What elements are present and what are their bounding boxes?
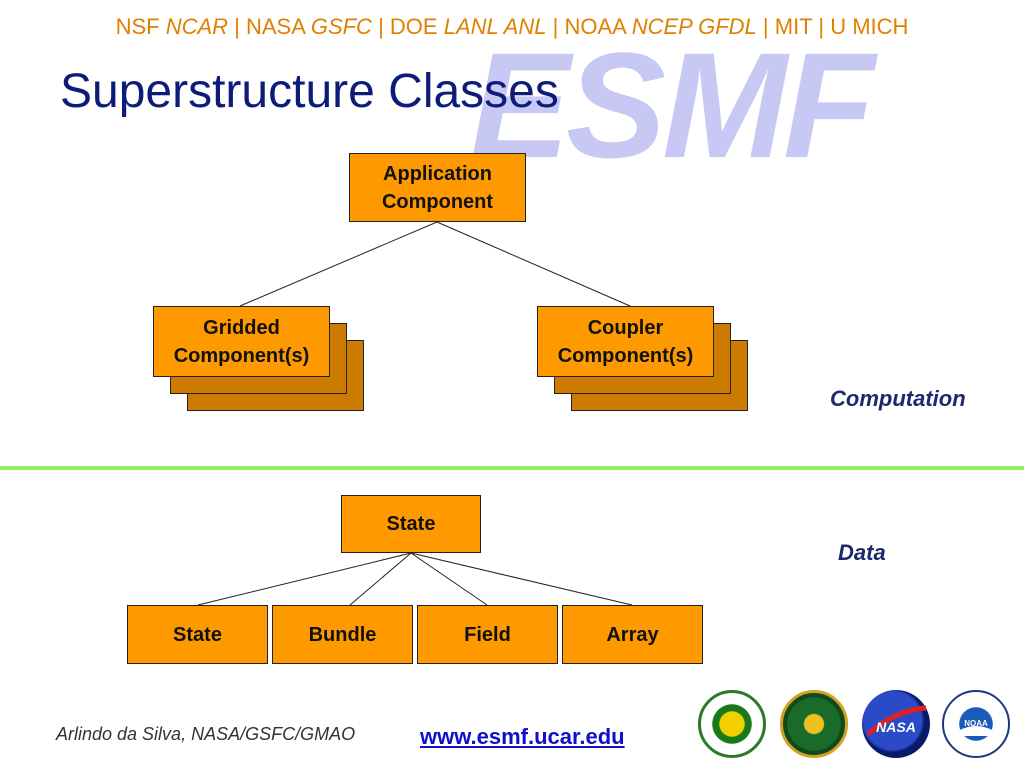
gridded-component-box: Gridded Component(s) — [153, 306, 330, 377]
header-org-mit: MIT — [774, 14, 813, 39]
header-separator: | — [234, 14, 240, 39]
header-labs-doe: LANL ANL — [443, 14, 547, 39]
state-child-box: State — [127, 605, 268, 664]
connector-line — [197, 552, 412, 606]
gridded-line2: Component(s) — [173, 344, 310, 367]
field-box: Field — [417, 605, 558, 664]
header-org-nasa: NASA — [246, 14, 305, 39]
header-labs-nsf: NCAR — [165, 14, 229, 39]
noaa-logo-icon: NOAA — [942, 690, 1010, 758]
connector-line — [239, 221, 438, 307]
esmf-watermark: ESMF — [470, 21, 875, 189]
application-line1: Application — [383, 162, 492, 185]
gridded-line1: Gridded — [203, 316, 280, 339]
nasa-logo-icon: NASA — [862, 690, 930, 758]
footer-author: Arlindo da Silva, NASA/GSFC/GMAO — [56, 724, 356, 744]
header-separator: | — [552, 14, 559, 39]
slide-title: Superstructure Classes — [60, 65, 559, 118]
bundle-box: Bundle — [272, 605, 413, 664]
connector-line — [410, 552, 633, 606]
application-line2: Component — [381, 190, 494, 213]
header-org-nsf: NSF — [115, 14, 160, 39]
header-org-doe: DOE — [389, 14, 438, 39]
svg-text:NASA: NASA — [876, 719, 916, 735]
computation-label: Computation — [830, 386, 966, 411]
header-separator: | — [762, 14, 769, 39]
nsf-logo-icon — [698, 690, 766, 758]
connector-line — [410, 552, 488, 606]
section-divider — [0, 466, 1024, 470]
data-label: Data — [838, 540, 886, 565]
doe-logo-icon — [780, 690, 848, 758]
header-org-umich: U MICH — [830, 14, 909, 39]
coupler-line1: Coupler — [587, 316, 664, 339]
header-org-noaa: NOAA — [564, 14, 626, 39]
coupler-line2: Component(s) — [557, 344, 694, 367]
header-labs-noaa: NCEP GFDL — [631, 14, 757, 39]
header-agencies: NSF NCAR | NASA GSFC | DOE LANL ANL | NO… — [0, 14, 1024, 40]
array-box: Array — [562, 605, 703, 664]
header-separator: | — [378, 14, 384, 39]
footer-url-link[interactable]: www.esmf.ucar.edu — [420, 724, 625, 749]
header-separator: | — [818, 14, 825, 39]
header-labs-nasa: GSFC — [310, 14, 372, 39]
application-component-box: Application Component — [349, 153, 526, 222]
connector-line — [349, 552, 412, 606]
state-parent-box: State — [341, 495, 481, 553]
coupler-component-box: Coupler Component(s) — [537, 306, 714, 377]
svg-text:NOAA: NOAA — [964, 719, 988, 728]
connector-line — [436, 221, 631, 307]
